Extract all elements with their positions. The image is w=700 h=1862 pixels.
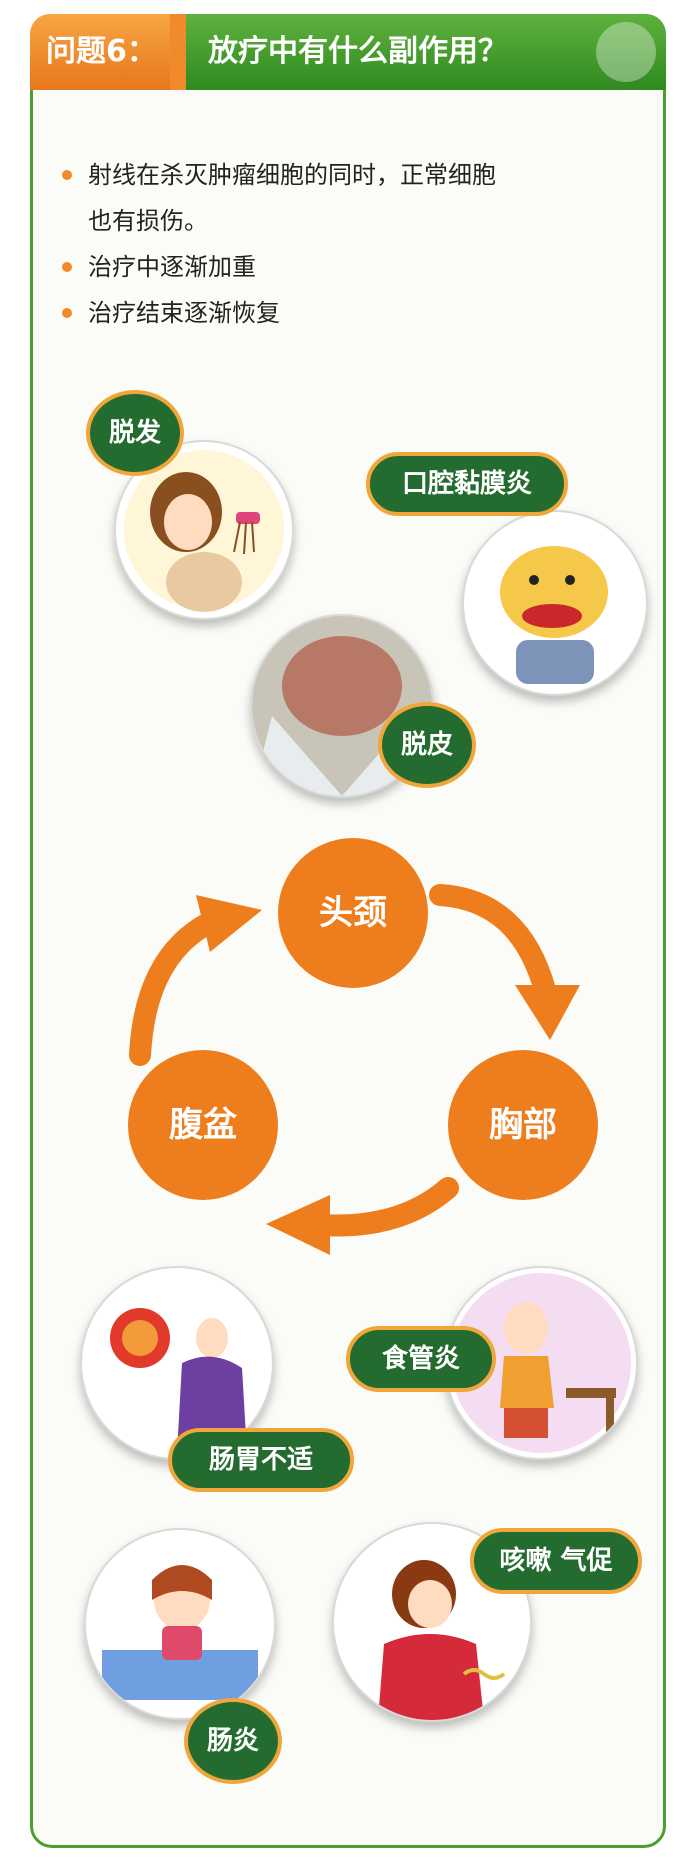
gi-discomfort-label: 肠胃不适 bbox=[168, 1428, 354, 1492]
bullet-item: 治疗结束逐渐恢复 bbox=[60, 290, 620, 336]
seal-stamp-icon bbox=[596, 22, 656, 82]
woman-throat-icon bbox=[451, 1273, 631, 1453]
girl-combing-icon bbox=[124, 450, 284, 612]
cycle-node-chest: 胸部 bbox=[448, 1050, 598, 1200]
oral-mucositis-illustration bbox=[462, 510, 648, 696]
arrow-head-bottom bbox=[266, 1195, 330, 1255]
enteritis-label: 肠炎 bbox=[184, 1698, 282, 1784]
skin-photo-icon bbox=[252, 616, 432, 796]
cycle-node-pelvis: 腹盆 bbox=[128, 1050, 278, 1200]
cycle-node-head-neck: 头颈 bbox=[278, 838, 428, 988]
child-toilet-icon bbox=[92, 1536, 268, 1712]
hair-loss-label: 脱发 bbox=[86, 390, 184, 476]
boy-tongue-icon bbox=[471, 519, 639, 687]
question-title: 放疗中有什么副作用？ bbox=[186, 14, 666, 90]
enteritis-illustration bbox=[84, 1528, 276, 1720]
esophagitis-label: 食管炎 bbox=[346, 1326, 496, 1392]
arrow-head-left bbox=[196, 895, 262, 952]
oral-mucositis-label: 口腔黏膜炎 bbox=[366, 452, 568, 516]
cough-label: 咳嗽 气促 bbox=[470, 1528, 642, 1594]
bullet-item: 射线在杀灭肿瘤细胞的同时，正常细胞也有损伤。 bbox=[60, 152, 508, 244]
arrow-head-right bbox=[515, 985, 580, 1040]
esophagitis-illustration bbox=[444, 1266, 638, 1460]
skin-peeling-label: 脱皮 bbox=[378, 702, 476, 788]
hair-loss-illustration bbox=[114, 440, 294, 620]
bullet-item: 治疗中逐渐加重 bbox=[60, 244, 620, 290]
question-header: 问题6： 放疗中有什么副作用？ bbox=[30, 14, 666, 90]
bullet-list: 射线在杀灭肿瘤细胞的同时，正常细胞也有损伤。 治疗中逐渐加重 治疗结束逐渐恢复 bbox=[60, 152, 620, 336]
question-tag: 问题6： bbox=[30, 14, 186, 90]
